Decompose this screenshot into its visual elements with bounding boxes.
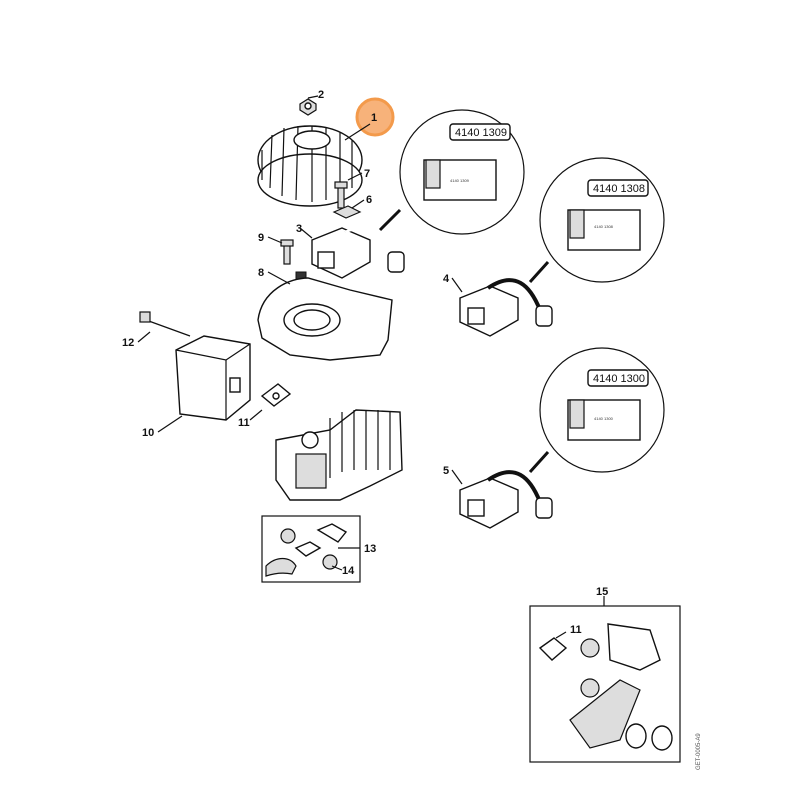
small-part-label: 4140 1300 <box>594 416 614 421</box>
callout-label[interactable]: 6 <box>366 194 372 206</box>
callout-label[interactable]: 11 <box>238 417 250 429</box>
callout-label[interactable]: 7 <box>364 168 370 180</box>
baffle-plate-part[interactable] <box>257 277 393 361</box>
callout-label[interactable]: 9 <box>258 232 264 244</box>
ignition-module-part[interactable] <box>459 470 553 529</box>
small-part-label: 4140 1308 <box>594 224 614 229</box>
gasket-kit-box[interactable] <box>529 596 681 763</box>
callout-label[interactable]: 4 <box>443 273 450 285</box>
callout-label[interactable]: 12 <box>122 337 134 349</box>
small-part-label: 4140 1309 <box>450 178 470 183</box>
detail-view-1[interactable]: 4140 1309 4140 1309 <box>378 109 525 235</box>
callout-label[interactable]: 11 <box>570 624 582 636</box>
washer-part[interactable] <box>332 205 362 219</box>
av-element-kit-box[interactable] <box>261 515 361 583</box>
part-number-label: 4140 1309 <box>455 127 507 139</box>
callout-label[interactable]: 10 <box>142 427 154 439</box>
gasket-part[interactable] <box>260 383 292 407</box>
callout-label[interactable]: 2 <box>318 89 324 101</box>
ignition-module-part[interactable] <box>311 227 405 279</box>
drawing-code: GET-0005-A9 <box>696 733 702 770</box>
screw-part[interactable] <box>334 181 348 209</box>
ignition-module-part[interactable] <box>459 278 553 337</box>
screw-part[interactable] <box>280 239 294 265</box>
engine-block-part[interactable] <box>275 409 403 501</box>
callout-label[interactable]: 13 <box>364 543 376 555</box>
muffler-part[interactable] <box>175 335 251 421</box>
part-number-label: 4140 1308 <box>593 183 645 195</box>
callout-label[interactable]: 15 <box>596 586 608 598</box>
callout-label[interactable]: 1 <box>371 112 377 124</box>
flywheel-part[interactable] <box>257 125 363 207</box>
callout-label[interactable]: 5 <box>443 465 449 477</box>
detail-view-2[interactable]: 4140 1308 4140 1308 <box>528 157 665 284</box>
callout-label[interactable]: 8 <box>258 267 264 279</box>
part-number-label: 4140 1300 <box>593 373 645 385</box>
bolt-part[interactable] <box>139 311 191 337</box>
callout-label[interactable]: 3 <box>296 223 302 235</box>
callout-label[interactable]: 14 <box>342 565 355 577</box>
detail-view-3[interactable]: 4140 1300 4140 1300 <box>528 347 665 474</box>
nut-part[interactable] <box>299 98 317 116</box>
